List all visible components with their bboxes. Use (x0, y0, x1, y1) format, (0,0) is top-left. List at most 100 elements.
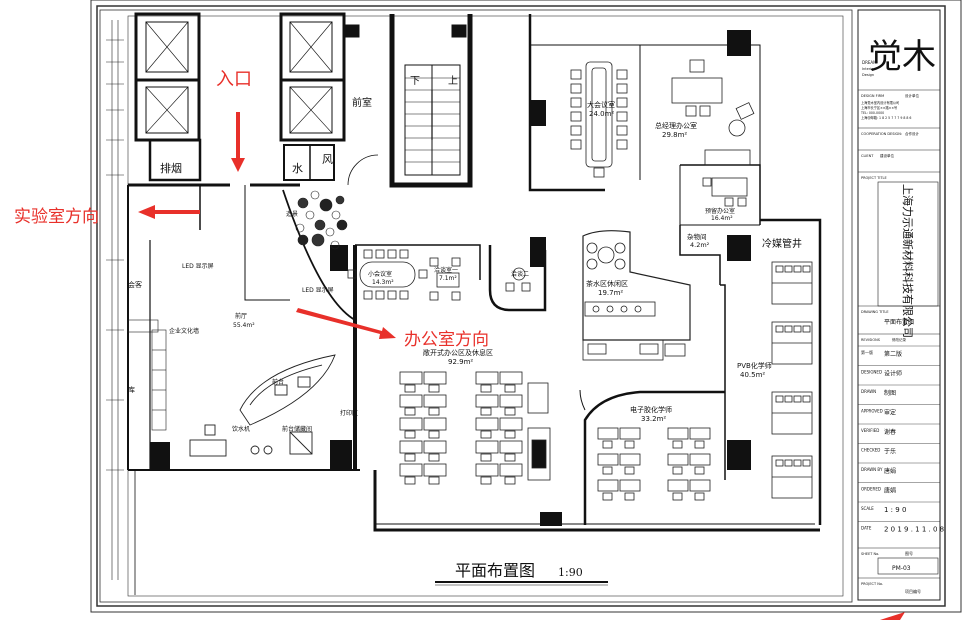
lab-chair (672, 440, 683, 449)
sheet-code: PM-03 (892, 565, 911, 572)
lab-desk (619, 427, 641, 440)
label-tea-area-area: 19.7m² (598, 289, 623, 297)
label-big-meeting: 大会议室 (587, 100, 615, 109)
tb-row-key: DRAWN BY (861, 467, 883, 472)
workstation-chair (480, 476, 492, 485)
prep-office-furniture (702, 177, 748, 207)
lab-chair (694, 492, 705, 501)
label-stairs-down: 下 (410, 76, 420, 87)
label-led-screen-2: LED 显示屏 (302, 287, 334, 294)
bench-stool (802, 325, 811, 333)
firm-line-4: 上海@邮箱: 1 8 2 5 7 7 7 9 8 8 6 (861, 115, 911, 120)
workstation-desk (499, 371, 523, 385)
workstation-desk (423, 371, 447, 385)
logo-sub-1: DREAM (862, 60, 877, 65)
workstation-desk (499, 440, 523, 454)
left-dimension-marks (106, 20, 124, 580)
entrance-label: 入口 (216, 69, 252, 90)
structural-columns (150, 30, 751, 526)
label-refrigerant-well: 冷媒管井 (762, 237, 802, 250)
workstation-chair (504, 407, 516, 416)
lab-desk (689, 427, 711, 440)
workstation-desk (475, 463, 499, 477)
lab-chair (624, 466, 635, 475)
drawing-title: 平面布置图 (455, 561, 535, 580)
lab-desk (597, 479, 619, 492)
workstation-chair (428, 430, 440, 439)
bench-stool (775, 459, 784, 467)
label-stairs-up: 上 (448, 75, 458, 87)
lab-chair (694, 466, 705, 475)
label-electronic-lab-area: 33.2m² (641, 415, 666, 423)
room-labels: 排烟 水 风 前室 下 上 造景 LED 显示屏 LED 显示屏 前厅 55.4… (128, 75, 802, 433)
tb-row-value: 于乐 (884, 449, 896, 456)
drawing-scale: 1:90 (558, 566, 583, 579)
label-smoke-exhaust: 排烟 (160, 161, 182, 175)
logo-sub-2: Interior (862, 67, 875, 71)
design-firm-label: DESIGN FIRM (861, 94, 884, 98)
drawing-frames (90, 0, 962, 613)
left-shelving (127, 319, 167, 431)
workstation-chair (404, 453, 416, 462)
workstation-desk (399, 463, 423, 477)
firm-line-1: 上海觉木室内设计有限公司 (861, 100, 899, 105)
tb-row-value: 审定 (884, 409, 896, 417)
lab-desk (689, 479, 711, 492)
workstation-chair (404, 430, 416, 439)
workstation-desk (423, 440, 447, 454)
negotiation-furniture (429, 257, 531, 301)
tb-row-value: 设计师 (884, 370, 902, 378)
lab-desk (619, 479, 641, 492)
tb-row-value: 谢春 (884, 428, 896, 436)
workstation-chair (428, 407, 440, 416)
title-block: 觉木 DREAM Interior Design DESIGN FIRM 设计单… (857, 9, 944, 601)
label-front-storage: 前台储藏间 (282, 425, 312, 433)
lab-chair (602, 440, 613, 449)
label-corporate-wall: 企业文化墙 (169, 327, 199, 335)
workstation-chair (480, 430, 492, 439)
revisions-label: REVISIONS (861, 338, 881, 342)
inner-frame (96, 5, 946, 607)
cooperation-value: 合作设计 (905, 131, 919, 136)
drawing-title-value: 平面布置图 (884, 318, 914, 326)
plan-frame (99, 9, 853, 603)
label-small-meeting-area: 14.3m² (372, 279, 394, 286)
workstation-chair (428, 453, 440, 462)
label-led-screen-1: LED 显示屏 (182, 263, 214, 270)
bench-stool (793, 265, 802, 273)
open-office-desks (399, 371, 523, 485)
pvb-lab-benches (771, 261, 813, 499)
lab-chair (694, 440, 705, 449)
label-storage-area: 4.2m² (690, 241, 710, 249)
workstation-chair (504, 430, 516, 439)
logo-text: 觉木 (868, 37, 936, 77)
label-lobby: 前厅 (235, 312, 247, 320)
project-title-label: PROJECT TITLE (861, 176, 887, 180)
lab-desk (667, 427, 689, 440)
lab-chair (602, 492, 613, 501)
label-open-office-area: 92.9m² (448, 358, 473, 366)
design-firm-value: 设计单位 (905, 93, 919, 98)
label-prep-office: 预留办公室 (705, 207, 735, 215)
label-negotiation-area: 7.1m² (439, 275, 457, 282)
tb-row-key: CHECKED (861, 448, 880, 453)
sheet-no-value: 图号 (905, 550, 913, 556)
workstation-chair (480, 453, 492, 462)
label-water-dispenser: 饮水机 (232, 425, 250, 433)
bench-stool (784, 265, 793, 273)
lab-chair (602, 466, 613, 475)
logo-sub-3: Design (862, 73, 874, 77)
tb-row-key: ORDERED (861, 487, 881, 492)
label-open-office: 敞开式办公区及休息区 (423, 348, 493, 357)
label-left-1: 会客 (128, 280, 142, 289)
workstation-chair (504, 476, 516, 485)
electronic-lab-desks (597, 427, 711, 501)
label-electronic-lab: 电子胶化学师 (630, 405, 672, 414)
label-water: 水 (292, 162, 303, 175)
workstation-desk (399, 440, 423, 454)
lab-direction-arrow (138, 205, 200, 219)
label-landscape: 造景 (286, 210, 298, 218)
workstation-chair (404, 407, 416, 416)
lab-desk (667, 453, 689, 466)
